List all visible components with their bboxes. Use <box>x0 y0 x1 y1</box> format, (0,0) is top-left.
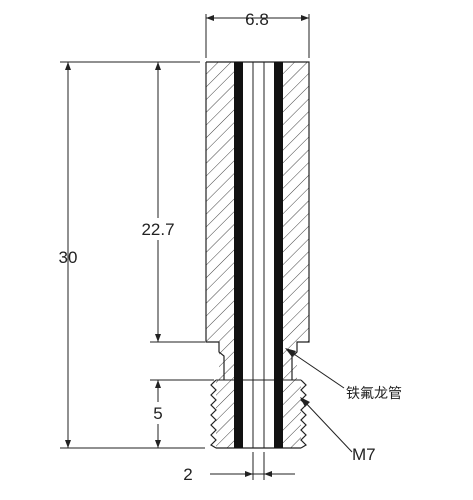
upper-body <box>206 62 309 380</box>
thread-section <box>210 379 307 449</box>
dimension-bore: 2 <box>183 452 295 484</box>
dimension-upper-length: 22.7 <box>134 62 205 343</box>
leader-thread: M7 <box>300 397 376 464</box>
dimension-thread-length: 5 <box>150 379 214 448</box>
dimension-label-6-8: 6.8 <box>245 10 269 29</box>
dimension-label-5: 5 <box>153 404 162 423</box>
dimension-width-top: 6.8 <box>205 10 310 58</box>
dimension-label-2: 2 <box>183 465 192 484</box>
dimension-total-length: 30 <box>59 61 205 449</box>
dimension-label-30: 30 <box>59 248 78 267</box>
ptfe-tube <box>234 62 283 448</box>
label-thread: M7 <box>352 445 376 464</box>
label-ptfe-tube: 铁氟龙管 <box>346 386 402 402</box>
leader-ptfe-tube: 铁氟龙管 <box>285 348 402 402</box>
dimension-label-22-7: 22.7 <box>141 220 174 239</box>
